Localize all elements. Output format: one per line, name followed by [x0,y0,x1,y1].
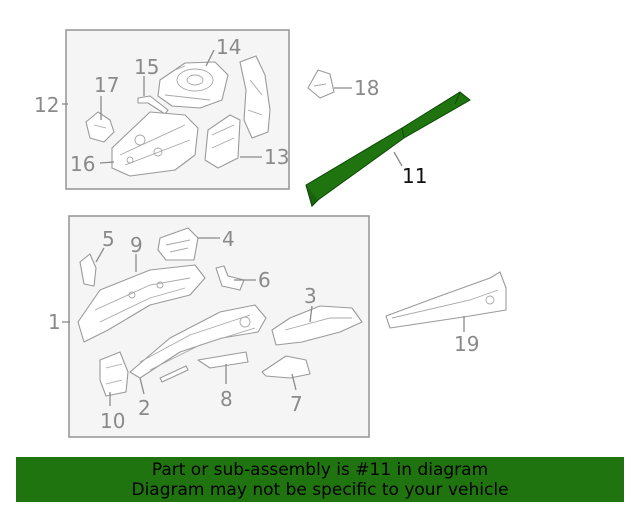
part-9[interactable] [77,264,206,343]
callout-16[interactable]: 16 [70,152,95,176]
info-banner: Part or sub-assembly is #11 in diagram D… [16,457,624,502]
callout-7[interactable]: 7 [290,392,303,416]
callout-14[interactable]: 14 [216,35,241,59]
part-17[interactable] [85,111,115,143]
part-11-highlighted[interactable] [305,91,471,207]
part-8[interactable] [197,351,249,369]
callout-13[interactable]: 13 [264,145,289,169]
callout-1[interactable]: 1 [48,310,61,334]
callout-8[interactable]: 8 [220,387,233,411]
part-3[interactable] [271,305,363,346]
callout-17[interactable]: 17 [94,73,119,97]
part-18[interactable] [307,69,335,99]
callout-19[interactable]: 19 [454,332,479,356]
part-19[interactable] [385,271,507,329]
part-14-bracket[interactable] [239,55,271,139]
callout-10[interactable]: 10 [100,409,125,433]
part-14[interactable] [157,61,229,109]
callout-6[interactable]: 6 [258,268,271,292]
callout-3[interactable]: 3 [304,284,317,308]
banner-line-2: Diagram may not be specific to your vehi… [131,480,509,500]
callout-18[interactable]: 18 [354,76,379,100]
part-7[interactable] [261,355,311,379]
part-16[interactable] [111,111,199,177]
leader-lines [62,49,465,406]
part-5[interactable] [79,253,97,287]
part-4[interactable] [157,227,199,261]
callout-4[interactable]: 4 [222,227,235,251]
callout-15[interactable]: 15 [134,55,159,79]
callout-5[interactable]: 5 [102,227,115,251]
part-2[interactable] [129,304,267,379]
part-strip[interactable] [159,365,189,383]
callout-9[interactable]: 9 [130,233,143,257]
part-13[interactable] [204,114,241,169]
callout-2[interactable]: 2 [138,396,151,420]
callout-11[interactable]: 11 [402,164,427,188]
banner-line-1: Part or sub-assembly is #11 in diagram [151,460,489,480]
parts-diagram: 12 17 15 14 16 13 18 11 1 5 9 4 6 3 19 1… [34,29,507,438]
callout-12[interactable]: 12 [34,93,59,117]
part-10[interactable] [99,351,129,397]
